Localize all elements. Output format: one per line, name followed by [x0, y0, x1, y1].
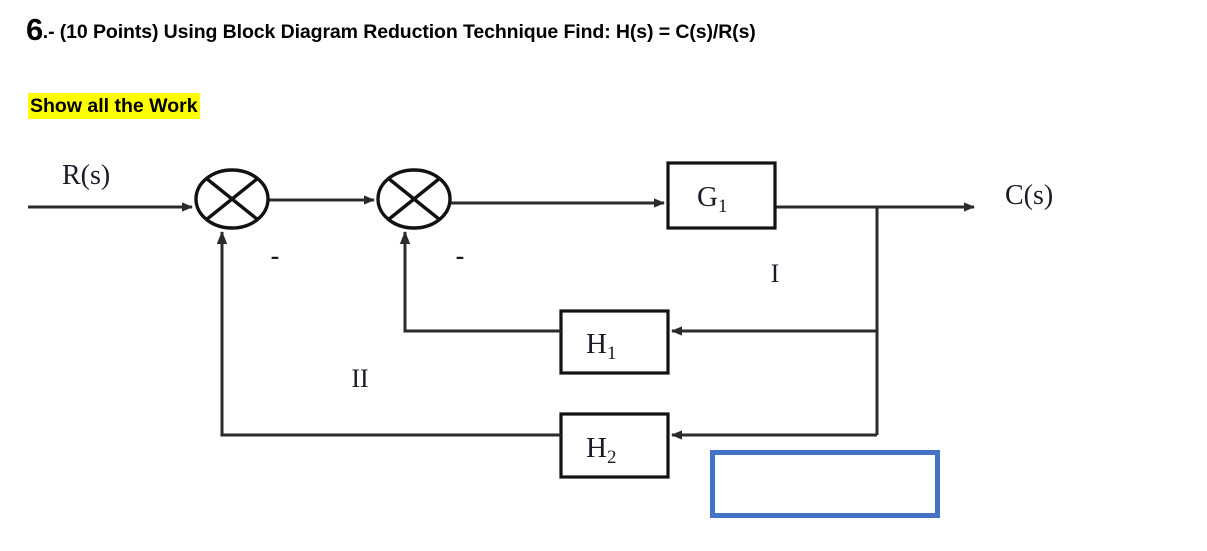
- summing-junction-1-sign: -: [271, 241, 280, 270]
- block-h1-label: H1: [586, 328, 616, 364]
- question-heading: 6.- (10 Points) Using Block Diagram Redu…: [26, 14, 756, 45]
- block-h1-rect: [559, 309, 670, 375]
- question-number: 6: [26, 12, 43, 47]
- output-label-cs: C(s): [1005, 180, 1053, 211]
- block-h2-label-sub: 2: [607, 447, 617, 468]
- loop-label-ii: II: [351, 364, 368, 393]
- blue-answer-box[interactable]: [710, 450, 940, 518]
- block-g1-label: G1: [697, 181, 727, 217]
- summing-junction-2-cross-b: [387, 177, 441, 221]
- block-h1-label-sub: 1: [607, 343, 617, 364]
- block-g1-rect: [666, 161, 777, 230]
- loop-label-i: I: [771, 259, 780, 288]
- input-label-rs: R(s): [62, 160, 110, 191]
- feedback-path-h1-to-sum2: [399, 231, 561, 333]
- block-h2-label-main: H: [586, 432, 607, 464]
- summing-junction-1-cross-b: [205, 177, 259, 221]
- summing-junction-2: [376, 168, 452, 230]
- question-text: .- (10 Points) Using Block Diagram Reduc…: [42, 21, 756, 43]
- block-h2-rect: [559, 412, 670, 479]
- show-all-work-highlight: Show all the Work: [28, 93, 200, 119]
- summing-junction-1: [194, 168, 270, 230]
- block-g1-label-main: G: [697, 181, 718, 213]
- instruction-line: Show all the Work: [28, 93, 200, 119]
- feedback-path-h2-to-sum1: [216, 231, 561, 437]
- block-h1: H1: [559, 309, 670, 375]
- summing-junction-2-sign: -: [456, 241, 465, 270]
- block-g1: G1: [666, 161, 777, 230]
- block-g1-label-sub: 1: [718, 196, 728, 217]
- block-h1-label-main: H: [586, 328, 607, 360]
- block-h2-label: H2: [586, 432, 616, 468]
- block-h2: H2: [559, 412, 670, 479]
